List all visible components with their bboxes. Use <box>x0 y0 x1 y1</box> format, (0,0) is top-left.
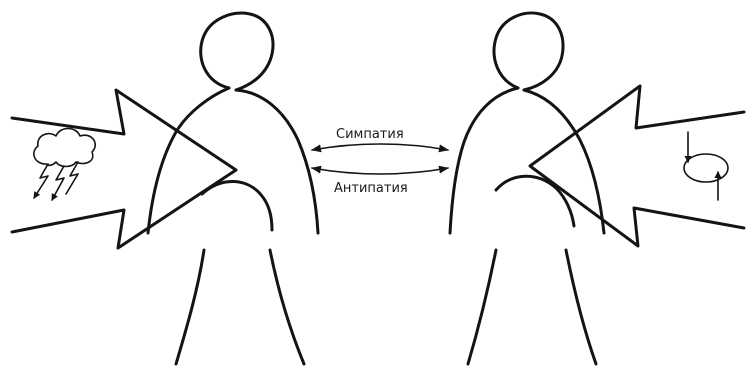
right-big-arrow <box>530 86 744 246</box>
cloud-shape <box>34 129 95 167</box>
left-person-left-leg <box>176 250 204 364</box>
left-person-torso <box>148 88 229 233</box>
ellipse-with-arrows-icon <box>684 132 728 200</box>
right-person-torso-left <box>450 88 518 233</box>
ellipse-shape <box>684 154 728 182</box>
left-person-right-leg <box>270 250 304 364</box>
right-person-left-leg <box>468 250 496 364</box>
lightning-bolt-2 <box>52 166 64 200</box>
right-big-arrow-outline <box>530 86 744 246</box>
sympathy-arrow <box>312 144 448 150</box>
left-person <box>148 13 318 364</box>
sympathy-label: Симпатия <box>336 127 404 142</box>
right-person-head <box>494 13 563 90</box>
antipathy-label: Антипатия <box>334 181 408 196</box>
left-person-torso-right <box>236 90 318 233</box>
right-person <box>450 13 604 364</box>
right-person-right-leg <box>566 250 596 364</box>
middle-relations: Симпатия Антипатия <box>312 127 448 196</box>
lightning-bolt-1 <box>34 164 48 198</box>
left-person-arm <box>202 181 272 230</box>
antipathy-arrow <box>312 168 448 174</box>
storm-cloud-lightning-icon <box>34 129 95 201</box>
left-person-head <box>201 13 273 90</box>
right-person-arm <box>496 176 574 226</box>
